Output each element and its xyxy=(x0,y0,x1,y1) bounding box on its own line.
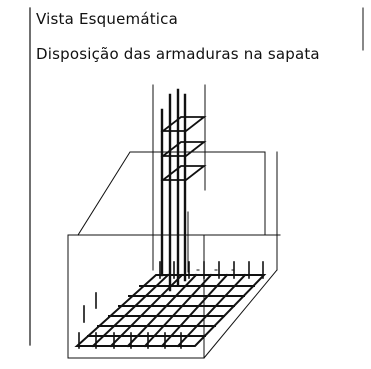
side-bar-hooks xyxy=(83,292,97,323)
column-outline xyxy=(152,84,206,273)
footing-base-mesh xyxy=(74,273,267,348)
front-bar-hooks xyxy=(78,332,182,349)
column-stirrups xyxy=(160,116,207,181)
drawing-title: Vista Esquemática xyxy=(36,10,178,28)
rear-bar-hooks xyxy=(159,261,264,279)
drawing-subtitle: Disposição das armaduras na sapata xyxy=(36,45,320,63)
column-longitudinal-bars xyxy=(160,88,187,292)
